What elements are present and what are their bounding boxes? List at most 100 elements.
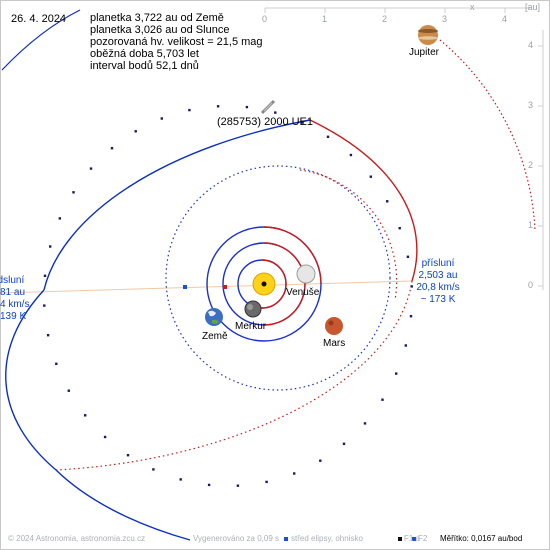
x-tick-label: 2 — [382, 14, 388, 24]
footer-scale: Měřítko: 0,0167 au/bod — [440, 534, 523, 543]
orbit-point — [55, 362, 58, 365]
aphelion-line: 81 au — [0, 287, 26, 298]
jupiter-planet — [418, 25, 438, 45]
axis-x-label: x — [470, 2, 475, 12]
orbit-point — [301, 121, 304, 124]
orbit-point — [349, 153, 353, 157]
asteroid-label: (285753) 2000 UE1 — [217, 116, 314, 128]
aphelion-line: 4 km/s — [0, 299, 30, 310]
venus-planet — [296, 264, 316, 284]
x-tick-label: 3 — [442, 14, 448, 24]
earth-planet — [205, 308, 223, 326]
mercury-planet — [244, 300, 262, 318]
orbit-point — [398, 227, 401, 230]
x-tick-label: 0 — [262, 14, 268, 24]
orbit-point — [409, 315, 413, 318]
info-line: pozorovaná hv. velikost = 21,5 mag — [90, 36, 263, 48]
perihelion-line: ~ 173 K — [420, 294, 456, 305]
perihelion-line: 2,503 au — [418, 270, 458, 281]
date-label: 26. 4. 2024 — [11, 13, 67, 25]
x-tick-label: 1 — [322, 14, 328, 24]
orbit-point — [274, 111, 277, 114]
info-line: planetka 3,026 au od Slunce — [90, 24, 230, 36]
info-line: interval bodů 52,1 dnů — [90, 60, 199, 72]
orbit-point — [245, 105, 249, 109]
orbit-point — [216, 105, 220, 108]
orbit-point — [386, 200, 389, 203]
perihelion-line: přísluní — [421, 258, 455, 269]
orbit-point — [395, 372, 398, 375]
footer-copyright: © 2024 Astronomia, astronomia.zcu.cz — [8, 534, 146, 543]
orbit-point — [67, 389, 70, 392]
orbit-point — [179, 478, 182, 481]
mars-planet — [325, 317, 343, 335]
asteroid-orbit-points — [43, 105, 413, 487]
jupiter-orbit — [439, 39, 536, 231]
y-tick-label: 2 — [528, 160, 534, 170]
orbit-point — [410, 285, 413, 288]
orbit-point — [43, 304, 46, 307]
sun — [252, 272, 276, 296]
y-tick-label: 0 — [528, 280, 534, 290]
orbit-point — [363, 422, 367, 425]
orbit-point — [72, 191, 75, 194]
orbit-point — [381, 398, 384, 401]
orbit-point — [236, 484, 240, 487]
x-tick-label: 4 — [502, 14, 508, 24]
legend-center-square — [284, 537, 288, 541]
jupiter-label: Jupiter — [409, 47, 440, 58]
ellipse-focus-marker — [223, 285, 227, 289]
orbit-point — [46, 334, 50, 337]
venus-label: Venuše — [286, 287, 320, 298]
orbit-point — [89, 167, 93, 170]
orbit-point — [49, 245, 52, 248]
orbit-point — [293, 472, 296, 475]
aphelion-line: 139 K — [0, 311, 27, 322]
mars-orbit — [165, 165, 391, 391]
orbit-point — [342, 442, 346, 445]
orbit-point — [406, 255, 410, 258]
orbit-point — [265, 480, 268, 484]
orbit-point — [84, 414, 87, 417]
info-line: oběžná doba 5,703 let — [90, 48, 199, 60]
asteroid-marker — [260, 99, 276, 115]
earth-label: Země — [202, 331, 228, 342]
orbit-point — [103, 435, 107, 439]
aphelion-line: odsluní — [0, 275, 25, 286]
x-axis — [264, 7, 530, 13]
footer-legend-center: střed elipsy, ohnisko — [291, 534, 363, 543]
mars-label: Mars — [323, 338, 346, 349]
info-line: planetka 3,722 au od Země — [90, 12, 224, 24]
orbit-point — [152, 468, 155, 471]
mercury-label: Merkur — [235, 321, 267, 332]
apsis-line — [0, 280, 413, 294]
orbit-point — [110, 147, 114, 150]
perihelion-line: 20,8 km/s — [416, 282, 460, 293]
y-tick-label: 3 — [528, 100, 534, 110]
y-tick-label: 4 — [528, 40, 534, 50]
orbit-point — [134, 130, 137, 133]
y-tick-label: 1 — [528, 220, 534, 230]
footer-legend-f2: F2 — [418, 534, 428, 543]
orbit-point — [126, 454, 130, 457]
ellipse-center-marker — [183, 285, 187, 289]
orbit-point — [207, 483, 211, 487]
orbit-point — [404, 344, 407, 347]
legend-f1-square — [398, 537, 402, 541]
orbit-point — [326, 135, 330, 138]
orbit-point — [369, 175, 372, 178]
orbit-point — [43, 274, 47, 277]
orbit-point — [188, 108, 191, 112]
footer-generated: Vygenerováno za 0,09 s — [193, 534, 279, 543]
orbit-point — [319, 459, 322, 462]
info-panel: planetka 3,722 au od Země planetka 3,026… — [90, 12, 263, 72]
legend-f2-square — [412, 537, 416, 541]
orbit-point — [58, 217, 61, 220]
aphelion-info: odsluní 81 au 4 km/s 139 K — [0, 275, 29, 323]
mars-orbit-red-arc — [299, 169, 398, 301]
axis-unit-label: [au] — [525, 2, 541, 12]
orbit-point — [160, 117, 163, 120]
y-axis — [538, 30, 544, 290]
